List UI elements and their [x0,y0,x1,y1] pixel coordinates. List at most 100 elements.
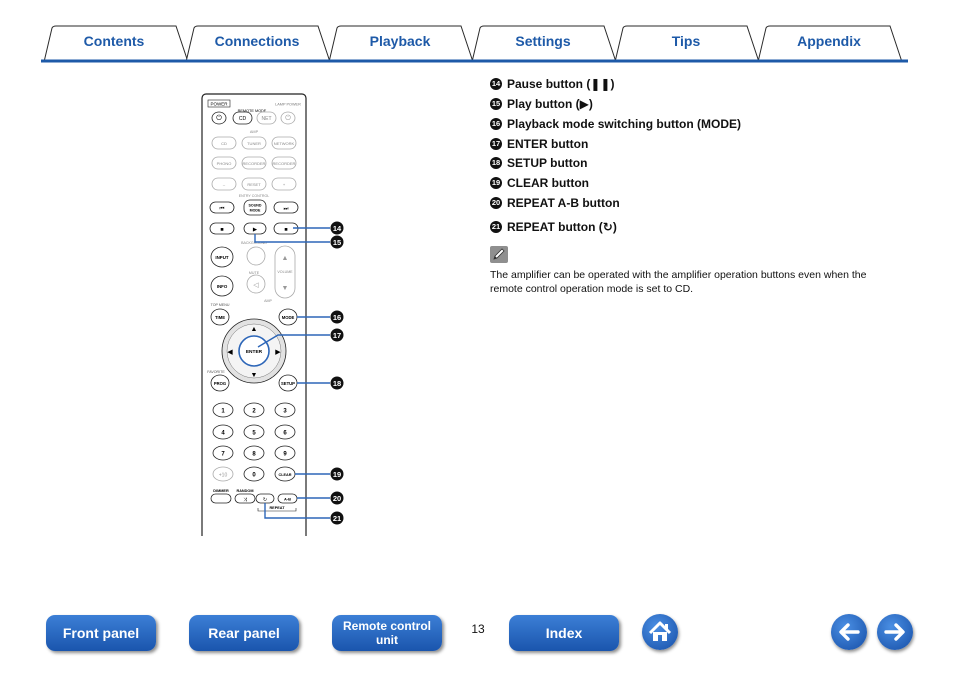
amp-cd-button [211,136,237,150]
volume-up-icon: ▲ [282,255,289,262]
callout-label: CLEAR button [507,176,589,190]
lamp-power-button [280,111,296,125]
time-label: TIME [215,315,225,320]
tab-playback[interactable]: Playback [369,33,431,49]
badge-17-label: 17 [333,331,341,340]
tab-shape-connections [185,25,331,63]
mute-button [246,274,266,294]
amp-cd-label: CD [221,141,227,146]
back-button[interactable] [831,614,867,650]
dimmer-label: DIMMER [213,489,229,493]
callout-label: REPEAT A-B button [507,196,620,210]
digit-6-button [274,424,296,440]
amp-recorder-1-button [241,156,267,170]
skip-back-button [209,201,235,214]
badge-17 [330,328,344,342]
enter-label: ENTER [246,349,263,355]
power-label: POWER [210,102,228,107]
repeat-bracket [257,508,297,512]
badge-18-label: 18 [333,379,341,388]
favorite-label: FAVORITE [207,370,225,374]
badge-15 [330,235,344,249]
digit-plus10-label: +10 [219,473,228,479]
setup-label: SETUP [281,381,295,386]
badge-20 [330,491,344,505]
digit-4-label: 4 [221,431,225,437]
rear-panel-label: Rear panel [208,625,280,641]
callout-number: 19 [490,177,502,189]
badge-21-label: 21 [333,514,341,523]
home-button[interactable] [642,614,678,650]
callout-label: Pause button (❚❚) [507,77,615,91]
tab-appendix[interactable]: Appendix [797,33,861,49]
digit-0-button [243,466,265,482]
tab-connections[interactable]: Connections [214,33,300,49]
input-label: INPUT [215,255,228,260]
callout-number: 17 [490,138,502,150]
callout-label: Playback mode switching button (MODE) [507,117,742,131]
power-row: ⏻ CD NET ⏻ [211,111,296,125]
amp-network-button [271,136,297,150]
front-panel-label: Front panel [62,625,140,641]
digit-7-label: 7 [221,452,225,458]
badge-16-label: 16 [333,313,341,322]
tab-contents[interactable]: Contents [83,33,145,49]
remote-control-unit-button[interactable]: Remote control unit [332,615,442,651]
digit-8-label: 8 [252,452,256,458]
amp-network-label: NETWORK [274,141,295,146]
tab-tips[interactable]: Tips [671,33,701,49]
entry-reset-label: RESET [247,182,261,187]
tab-shape-contents [43,25,189,63]
digit-2-label: 2 [252,409,256,415]
callout-number: 20 [490,197,502,209]
amp-recorder-2-button [271,156,297,170]
callout-number: 21 [490,221,502,233]
home-icon [648,621,672,641]
forward-button[interactable] [877,614,913,650]
index-button[interactable]: Index [509,615,619,651]
clear-label: CLEAR [278,473,291,477]
entry-minus-label: – [223,182,226,187]
prog-button [210,374,230,392]
digit-2-button [243,402,265,418]
dpad-up-icon: ▲ [251,326,258,333]
digit-4-button [212,424,234,440]
top-menu-label: TOP MENU [211,303,230,307]
tab-shape-settings [471,25,617,63]
badge-18 [330,376,344,390]
mute-icon: ◁ [253,282,259,289]
volume-down-icon: ▼ [282,285,289,292]
random-button [234,493,256,504]
digit-6-label: 6 [283,431,287,437]
callout-item-21: 21 REPEAT button (↻) [490,219,617,235]
sound-mode-label-2: MODE [250,209,261,213]
entry-plus-button [271,177,297,191]
callout-item-15: 15 Play button (▶) [490,96,593,112]
entry-reset-button [241,177,267,191]
remote-control-label-line1: Remote control [342,619,431,633]
info-label: INFO [217,284,228,289]
number-pad [212,402,296,482]
page-number: 13 [471,622,485,636]
digit-9-label: 9 [283,452,287,458]
stop-icon: ■ [220,227,223,233]
skip-forward-icon: ⏭ [284,206,289,212]
badge-19 [330,467,344,481]
amp-section-label: AMP [250,130,259,134]
rear-panel-button[interactable]: Rear panel [189,615,299,651]
front-panel-button[interactable]: Front panel [46,615,156,651]
badge-20-label: 20 [333,494,341,503]
power-label-box [207,99,231,108]
callout-number: 15 [490,98,502,110]
badge-19-label: 19 [333,470,341,479]
leader-15 [254,234,330,243]
repeat-ab-label: A-B [284,497,291,502]
tab-shape-playback [328,25,474,63]
remote-control-illustration: POWER REMOTE MODE LAMP POWER ⏻ CD NET ⏻ … [201,93,344,536]
pause-icon: ■ [284,227,287,233]
dimmer-button [210,493,232,504]
digit-3-button [274,402,296,418]
tab-shape-appendix [757,25,903,63]
tab-settings[interactable]: Settings [515,33,571,49]
power-button [211,111,227,125]
